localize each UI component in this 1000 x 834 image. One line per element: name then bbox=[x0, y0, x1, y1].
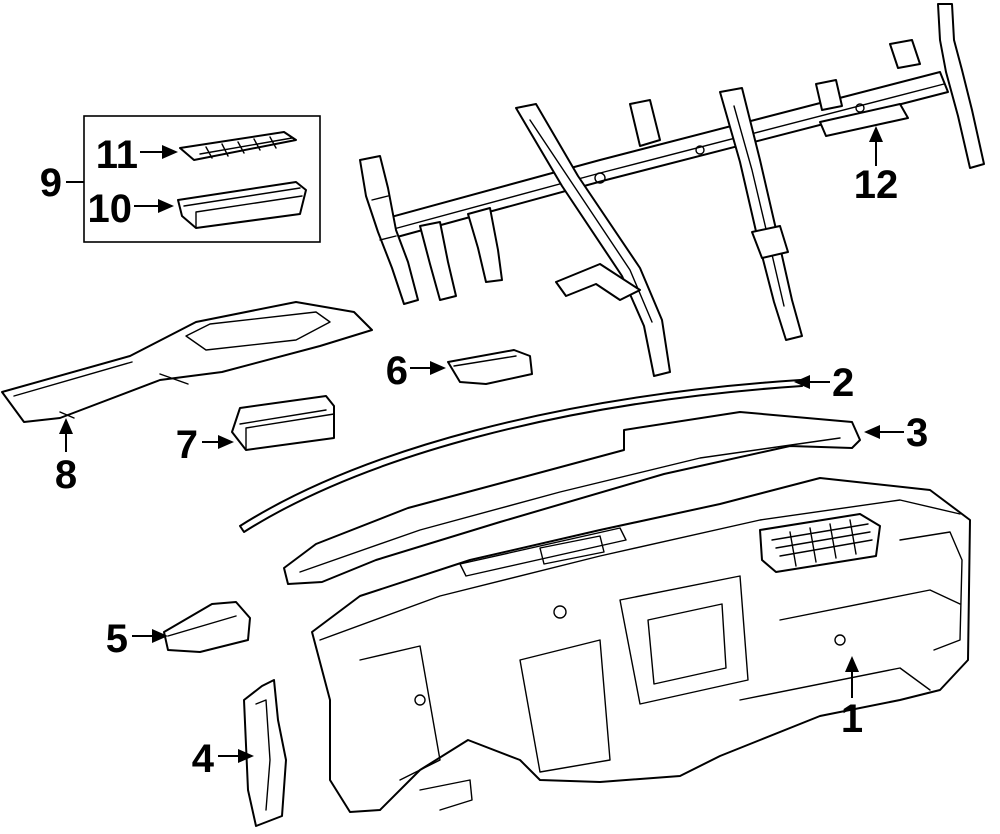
part-12-reinforcement[interactable] bbox=[359, 3, 985, 377]
callout-2: 2 bbox=[832, 361, 854, 405]
part-11-lid[interactable] bbox=[179, 131, 297, 161]
part-10-tray[interactable] bbox=[177, 181, 307, 229]
callout-12: 12 bbox=[854, 163, 899, 207]
callout-5: 5 bbox=[106, 617, 128, 661]
callout-9: 9 bbox=[40, 161, 62, 205]
part-4-side-cover[interactable] bbox=[243, 679, 287, 827]
callout-4: 4 bbox=[192, 737, 215, 781]
part-7-pocket[interactable] bbox=[231, 395, 335, 451]
part-3-upper-pad[interactable] bbox=[283, 411, 861, 585]
callout-6: 6 bbox=[386, 349, 408, 393]
part-2-strip[interactable] bbox=[239, 379, 803, 533]
callout-8: 8 bbox=[55, 453, 77, 497]
callout-3: 3 bbox=[906, 411, 928, 455]
callout-11: 11 bbox=[96, 133, 138, 177]
leaders bbox=[59, 126, 904, 763]
part-9-group-box bbox=[83, 115, 321, 243]
part-6-cover[interactable] bbox=[447, 349, 533, 385]
part-5-pad[interactable] bbox=[163, 601, 251, 653]
callout-10: 10 bbox=[88, 187, 133, 231]
callout-1: 1 bbox=[841, 697, 863, 741]
part-8-console-panel[interactable] bbox=[1, 301, 373, 423]
part-1-instrument-panel[interactable] bbox=[311, 477, 971, 813]
callout-7: 7 bbox=[176, 423, 198, 467]
